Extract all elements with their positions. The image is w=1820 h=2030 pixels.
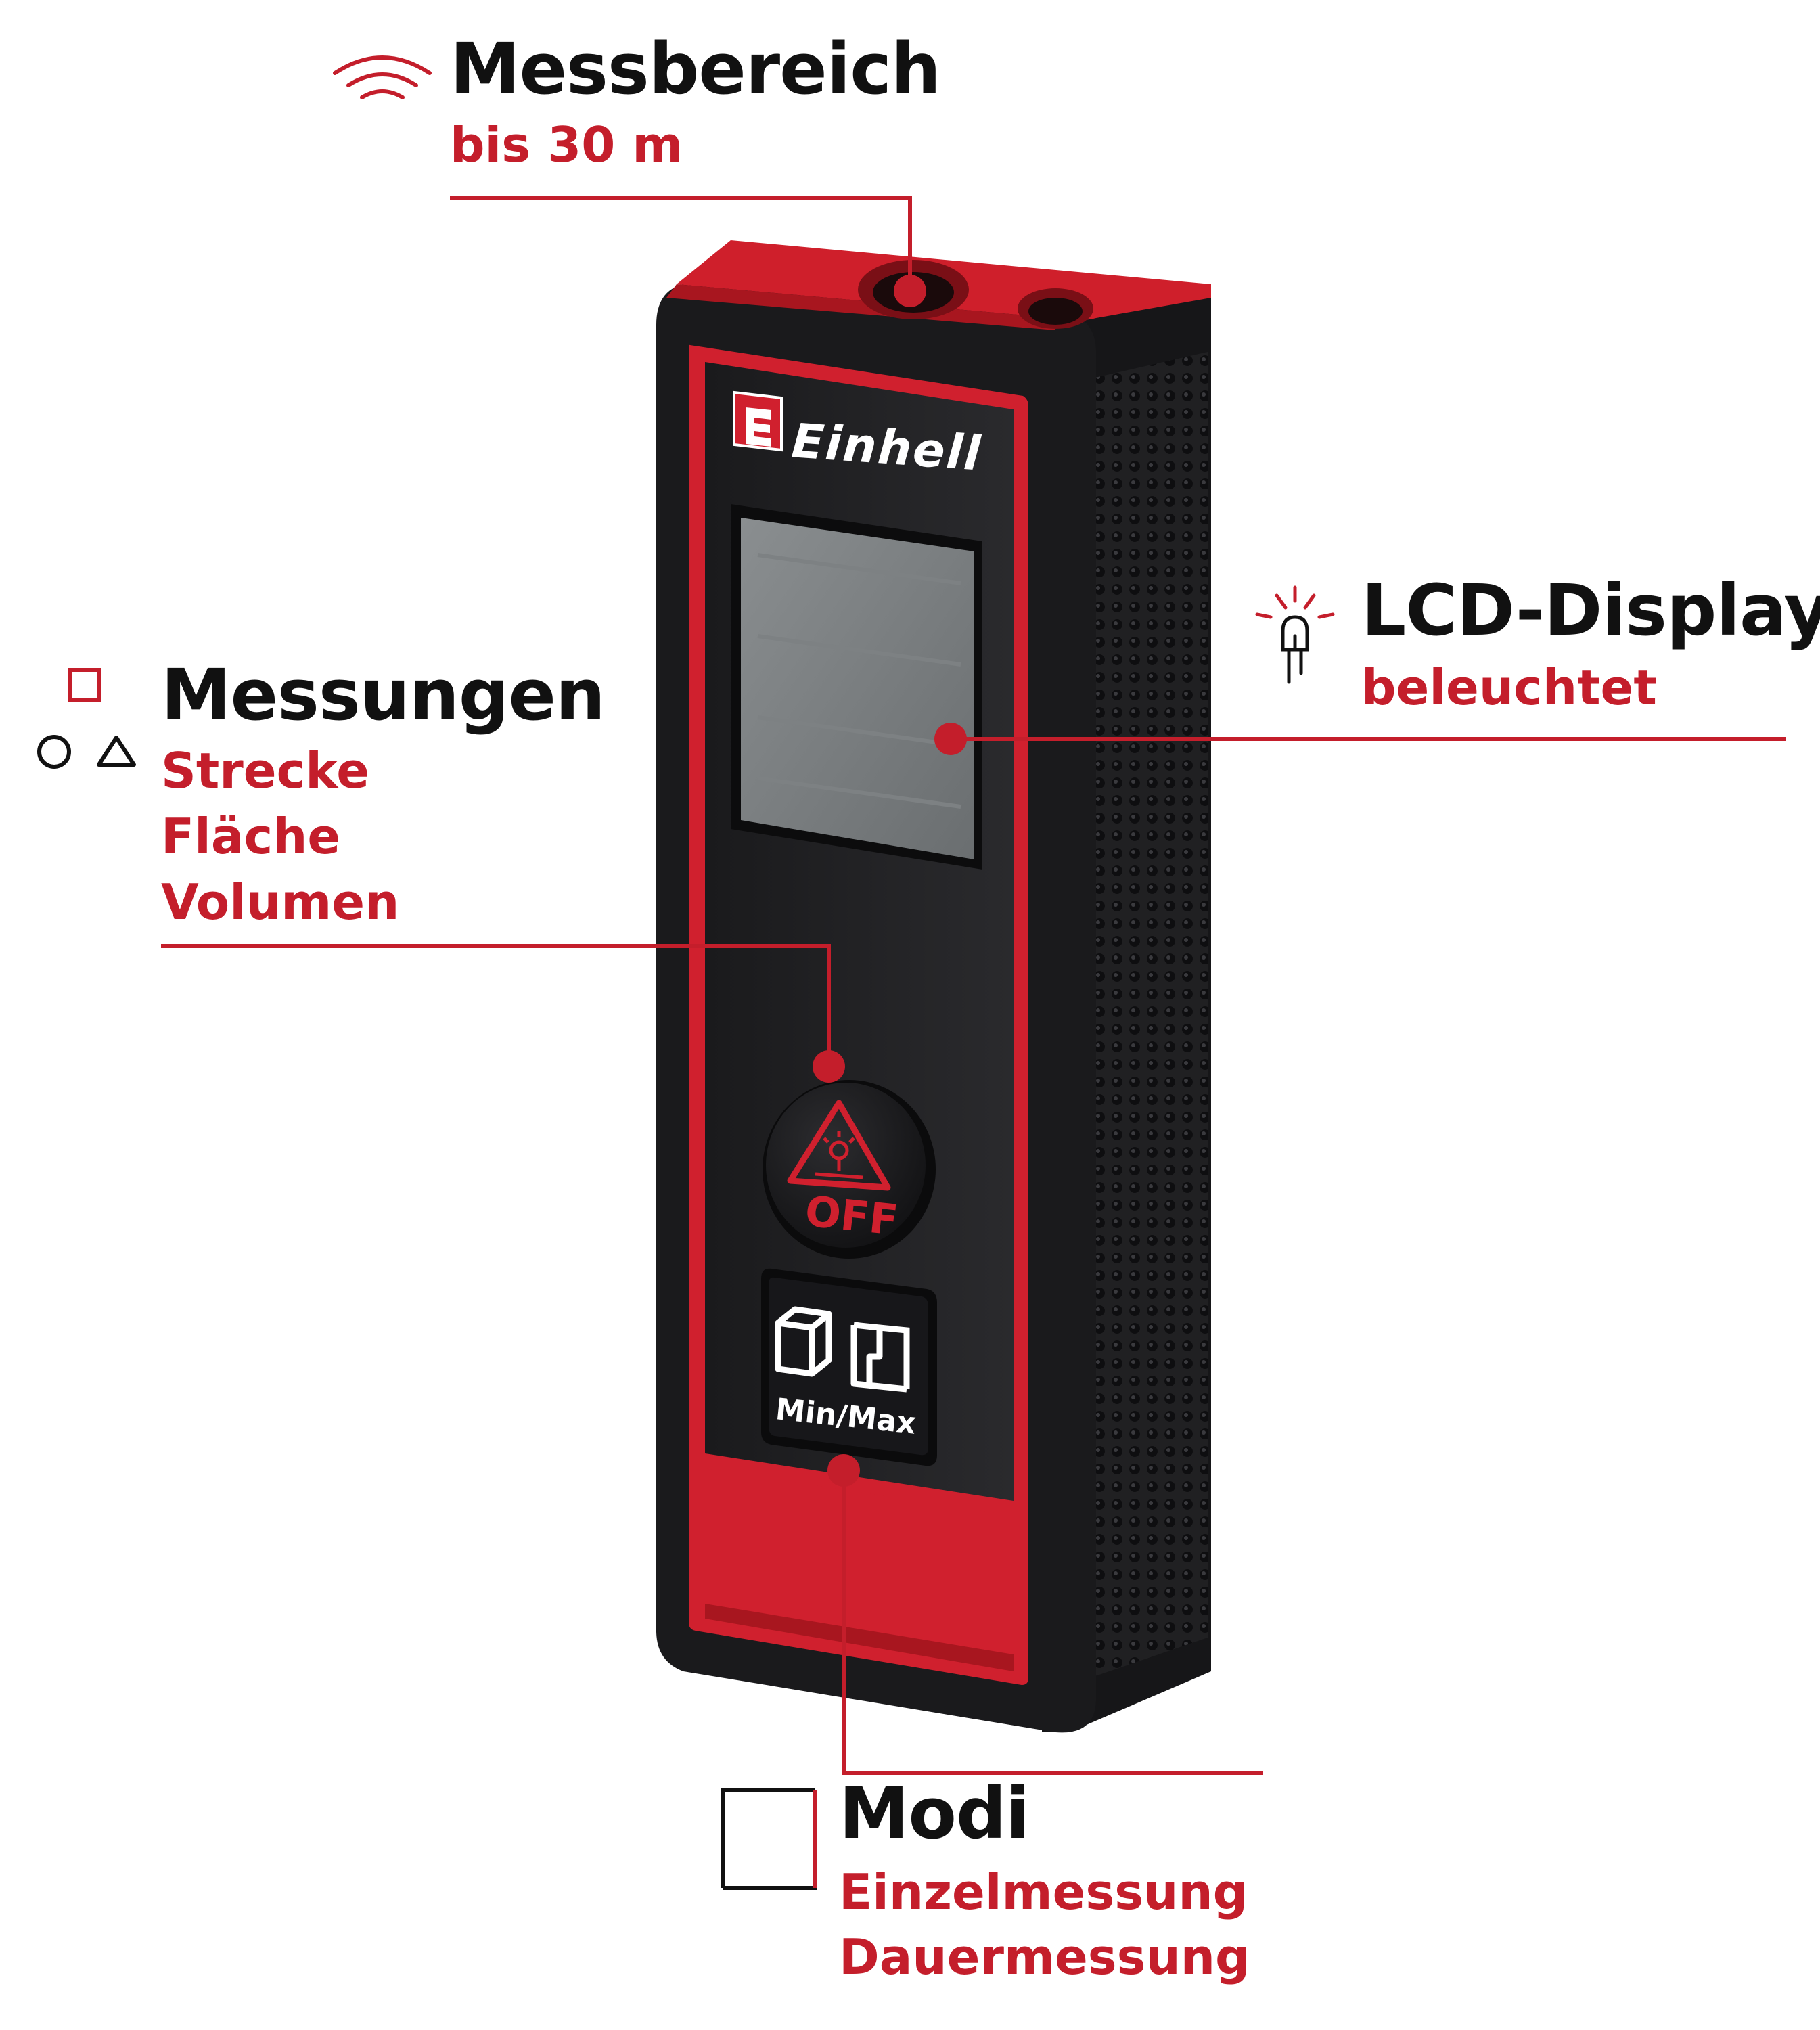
- laser-off-button-graphic: [763, 1080, 936, 1259]
- brand-logo: [733, 390, 783, 452]
- messbereich-subtitle: bis 30 m: [450, 116, 683, 173]
- modi-item: Einzelmessung: [839, 1864, 1248, 1920]
- messungen-item: Fläche: [161, 808, 341, 865]
- modi-title: Modi: [839, 1772, 1030, 1855]
- light-bulb-icon: [1255, 585, 1335, 684]
- mode-button-graphic: [761, 1268, 937, 1466]
- callout-lines: [161, 196, 1786, 1775]
- lcd-display: [731, 504, 982, 870]
- shapes-icon: [37, 668, 136, 769]
- lcd-title: LCD-Display: [1361, 569, 1820, 652]
- square-outline-icon: [721, 1788, 817, 1890]
- messbereich-title: Messbereich: [450, 28, 941, 110]
- messungen-title: Messungen: [161, 654, 606, 736]
- messungen-item: Volumen: [161, 874, 400, 930]
- callout-dots: [813, 275, 967, 1487]
- messungen-item: Strecke: [161, 742, 370, 799]
- signal-waves-icon: [333, 55, 432, 99]
- modi-item: Dauermessung: [839, 1928, 1250, 1985]
- lcd-subtitle: beleuchtet: [1361, 659, 1657, 716]
- off-label: OFF: [802, 1186, 901, 1245]
